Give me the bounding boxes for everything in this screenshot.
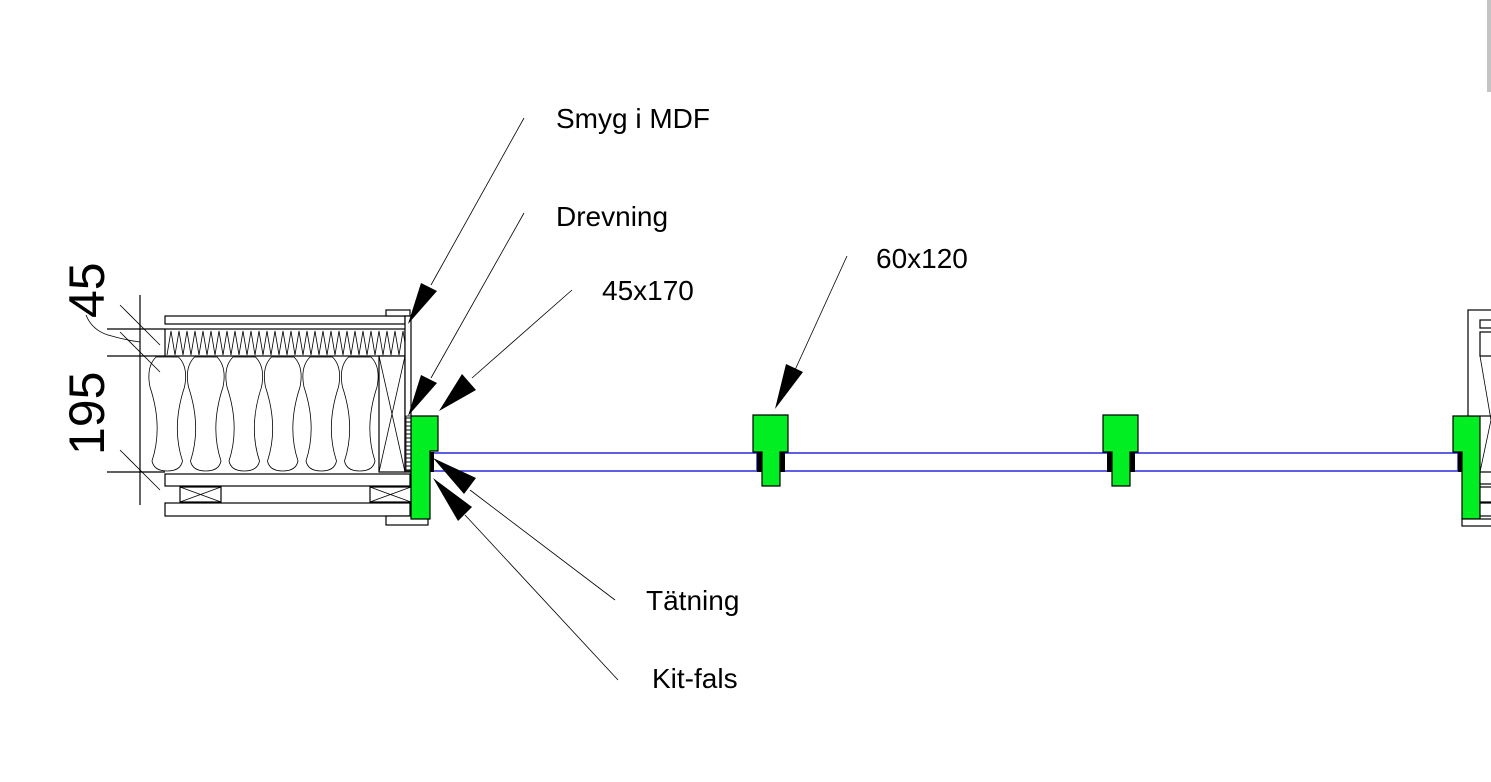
leader-drevning bbox=[430, 212, 525, 379]
mdf-reveal-vertical bbox=[404, 315, 412, 473]
dimension-lines: 45 195 bbox=[59, 262, 165, 505]
leaders bbox=[408, 117, 848, 681]
label-45x170: 45x170 bbox=[602, 275, 694, 306]
leader-60x120 bbox=[794, 255, 848, 371]
insulation-batt bbox=[148, 356, 187, 472]
frame-post-left bbox=[410, 415, 439, 520]
mdf-reveal bbox=[385, 309, 411, 317]
insulation-batt bbox=[302, 356, 341, 472]
arrow-drevning bbox=[408, 375, 437, 416]
glass-pane-2 bbox=[779, 452, 1111, 472]
insulation-batt bbox=[186, 356, 225, 472]
leader-kitfals bbox=[464, 514, 619, 681]
leader-tatning bbox=[469, 489, 616, 601]
label-tatning: Tätning bbox=[646, 585, 739, 616]
label-60x120: 60x120 bbox=[876, 243, 968, 274]
mullion-2 bbox=[1102, 414, 1139, 487]
label-kit-fals: Kit-fals bbox=[652, 663, 738, 694]
bottom-board bbox=[164, 502, 411, 517]
arrow-tatning bbox=[433, 458, 476, 494]
insulation-batt bbox=[340, 356, 379, 472]
kit-fals-left bbox=[430, 452, 434, 472]
drevning-filling bbox=[405, 415, 412, 472]
arrow-60x120 bbox=[775, 364, 803, 409]
bottom-trim bbox=[385, 515, 429, 526]
top-board bbox=[164, 315, 406, 325]
scrollbar[interactable] bbox=[1487, 0, 1491, 92]
label-smyg-i-mdf: Smyg i MDF bbox=[556, 103, 710, 134]
leader-45x170 bbox=[471, 289, 573, 379]
insulation-45-zigzag bbox=[166, 330, 408, 356]
glass-panes bbox=[429, 452, 1459, 472]
insulation-195 bbox=[148, 356, 379, 472]
arrow-45x170 bbox=[439, 374, 476, 411]
arrow-kitfals bbox=[433, 478, 472, 521]
dimension-45: 45 bbox=[59, 262, 115, 318]
insulation-batt bbox=[263, 356, 302, 472]
leader-smyg bbox=[430, 117, 525, 286]
arrow-smyg bbox=[408, 283, 437, 324]
glass-pane-3 bbox=[1130, 452, 1459, 472]
mullion-1 bbox=[752, 414, 789, 487]
inner-board bbox=[164, 473, 411, 487]
frame-post-right bbox=[1452, 309, 1491, 527]
label-drevning: Drevning bbox=[556, 201, 668, 232]
glass-pane-1 bbox=[429, 452, 758, 472]
dimension-195: 195 bbox=[59, 372, 115, 455]
insulation-batt bbox=[225, 356, 264, 472]
wall-assembly-left bbox=[148, 309, 429, 526]
